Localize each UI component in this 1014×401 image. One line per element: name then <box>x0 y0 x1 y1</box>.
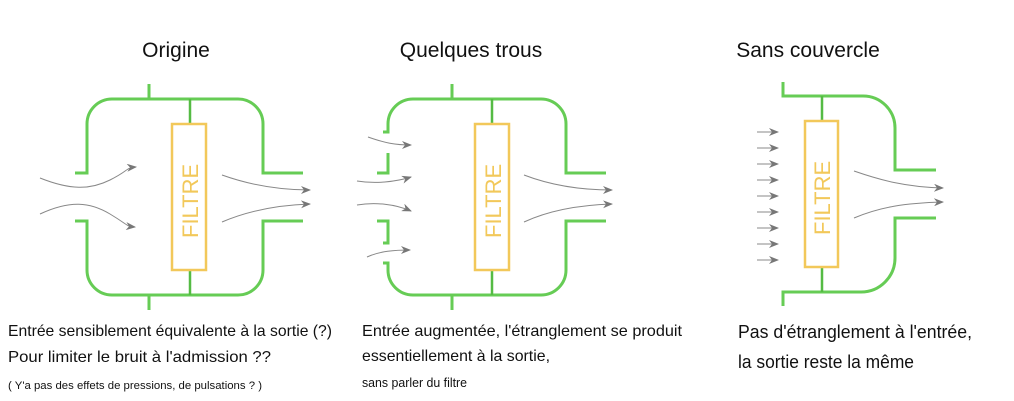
housing <box>75 97 303 297</box>
inflow-arrows <box>757 128 779 264</box>
flow-arrow <box>39 203 136 231</box>
caption-line: ( Y'a pas des effets de pressions, de pu… <box>8 380 262 392</box>
caption-line: essentiellement à la sortie, <box>362 348 550 365</box>
flow-arrow <box>356 203 412 212</box>
flow-arrow <box>523 200 613 223</box>
filter-label: FILTRE <box>481 164 506 238</box>
flow-arrow <box>39 163 137 188</box>
filter-element <box>473 122 511 272</box>
caption-line: sans parler du filtre <box>362 375 467 390</box>
diagram-origine: Origine FILTRE Entrée sensiblement équiv… <box>8 39 332 392</box>
caption-line: Pas d'étranglement à l'entrée, <box>738 322 972 342</box>
filter-label: FILTRE <box>810 161 835 235</box>
diagram-title: Quelques trous <box>400 39 542 62</box>
caption-line: Entrée sensiblement équivalente à la sor… <box>8 323 332 340</box>
filter-element <box>803 119 840 269</box>
caption-line: Pour limiter le bruit à l'admission ?? <box>8 349 271 366</box>
flow-arrow <box>523 174 613 194</box>
flow-arrow <box>221 200 311 223</box>
flow-arrow <box>367 136 412 149</box>
housing <box>377 97 606 297</box>
housing <box>781 82 936 306</box>
flow-arrow <box>366 246 411 258</box>
filter-element <box>170 122 208 272</box>
flow-arrow <box>853 170 944 192</box>
diagram-sans-couvercle: Sans couvercle FILTRE Pas d'étranglement… <box>736 39 972 372</box>
flow-arrow <box>853 198 944 219</box>
caption-line: la sortie reste la même <box>738 352 914 372</box>
caption-line: Entrée augmentée, l'étranglement se prod… <box>362 323 683 340</box>
filter-label: FILTRE <box>178 164 203 238</box>
diagram-quelques-trous: Quelques trous FILTRE Entrée augmentée, … <box>356 39 683 390</box>
diagram-title: Sans couvercle <box>736 39 880 62</box>
flow-arrow <box>356 175 412 184</box>
diagram-title: Origine <box>142 39 210 62</box>
flow-arrow <box>221 174 311 194</box>
